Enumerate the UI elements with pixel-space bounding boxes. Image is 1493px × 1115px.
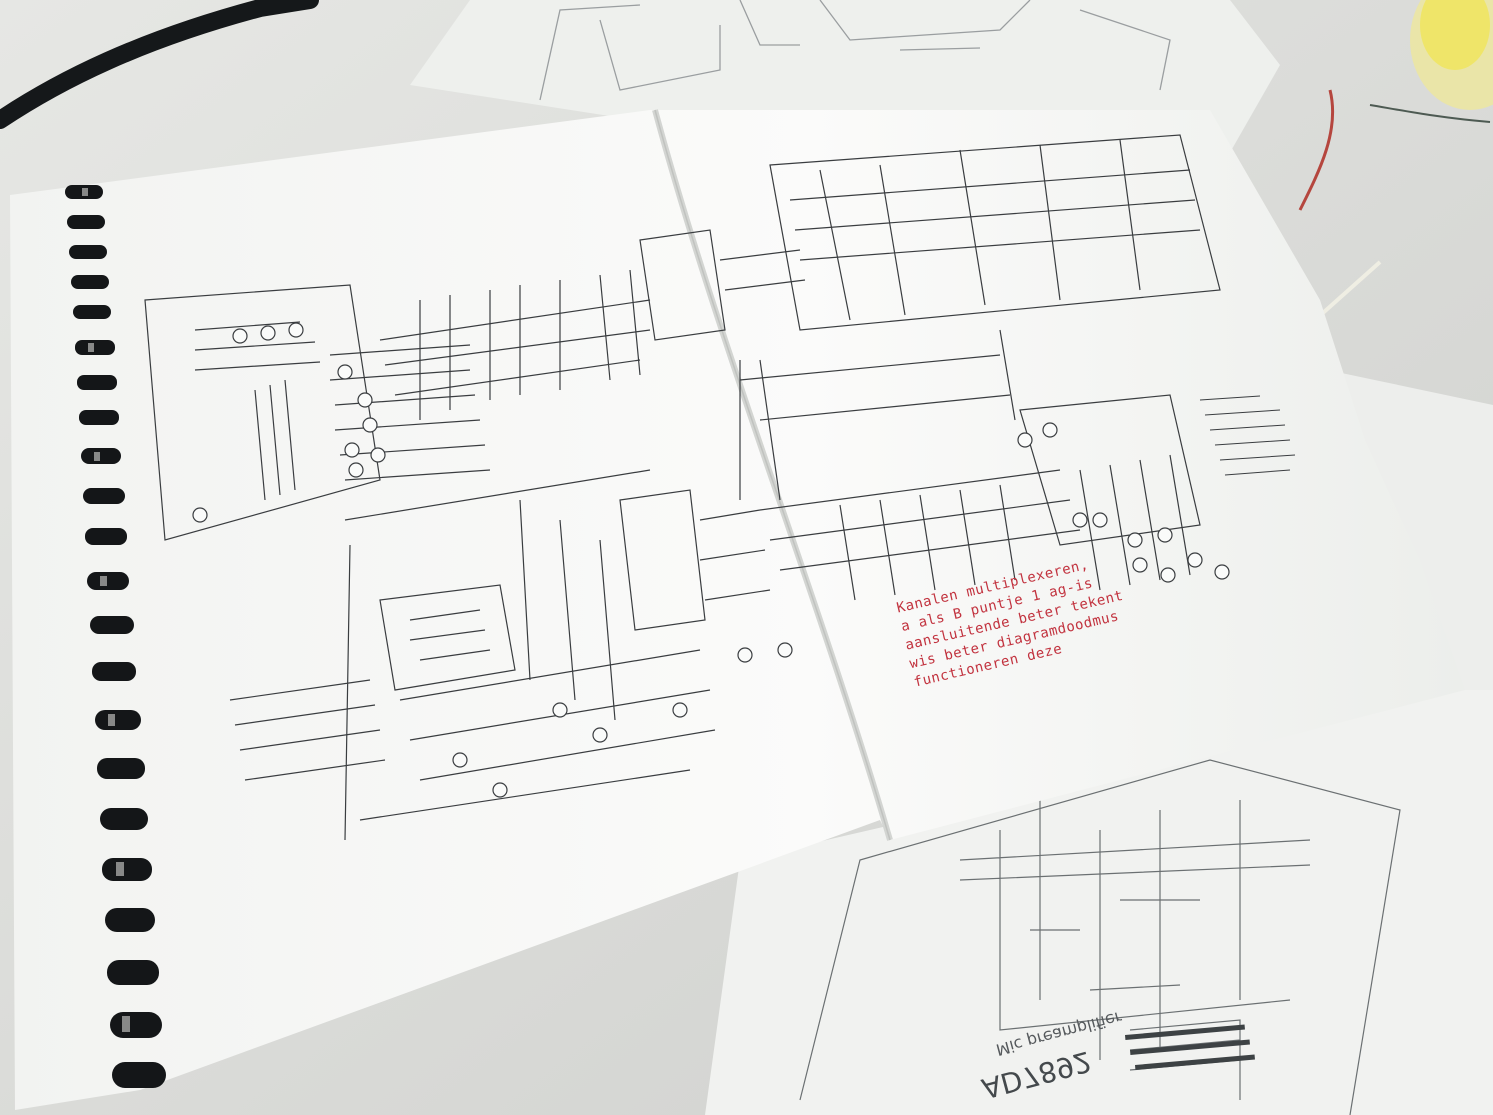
red-wire xyxy=(1298,89,1335,211)
lower-schematic-sheet: AD7892 Mic preamplifier xyxy=(705,690,1493,1115)
schematic-left xyxy=(144,229,771,841)
white-wire xyxy=(1313,260,1382,322)
black-cable xyxy=(0,0,319,129)
schematic-right xyxy=(719,134,1221,601)
spiral-binding xyxy=(65,185,166,1088)
booklet-page xyxy=(10,109,1465,1110)
schematic-legend xyxy=(1199,395,1296,476)
